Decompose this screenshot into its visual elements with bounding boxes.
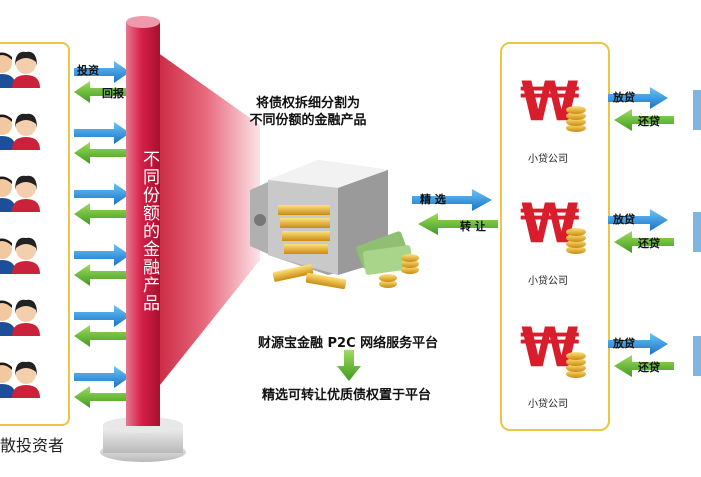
pillar-text: 不同份额的金融产品 bbox=[139, 150, 159, 312]
repay-label: 还贷 bbox=[638, 115, 660, 128]
investors-caption: 散投资者 bbox=[0, 436, 65, 455]
investor-pair-icon bbox=[0, 237, 40, 274]
transfer-label: 转 让 bbox=[460, 220, 486, 233]
right-arrows bbox=[608, 87, 674, 377]
borrower-edge-icon bbox=[693, 212, 701, 252]
split-line-1: 将债权拆细分割为 bbox=[255, 96, 360, 111]
platform-label: 财源宝金融 P2C 网络服务平台 bbox=[258, 336, 439, 351]
funnel-beam bbox=[140, 40, 260, 410]
split-description: 将债权拆细分割为 不同份额的金融产品 bbox=[248, 95, 368, 129]
left-arrows bbox=[74, 61, 130, 408]
repay-label: 还贷 bbox=[638, 361, 660, 374]
investor-pair-icon bbox=[0, 361, 40, 398]
investor-pair-icon bbox=[0, 175, 40, 212]
company-label: 小贷公司 bbox=[528, 154, 568, 165]
investors-icons bbox=[0, 51, 40, 398]
company-label: 小贷公司 bbox=[528, 399, 568, 410]
split-line-2: 不同份额的金融产品 bbox=[249, 113, 367, 128]
center-arrows bbox=[412, 189, 498, 235]
company-label: 小贷公司 bbox=[528, 276, 568, 287]
safe-illustration bbox=[250, 160, 419, 290]
return-label: 回报 bbox=[102, 87, 124, 100]
repay-label: 还贷 bbox=[638, 237, 660, 250]
investor-pair-icon bbox=[0, 299, 40, 336]
select-label: 精 选 bbox=[420, 193, 446, 206]
invest-label: 投资 bbox=[77, 64, 99, 77]
lend-label: 放贷 bbox=[613, 213, 635, 226]
pillar bbox=[100, 16, 186, 462]
lend-label: 放贷 bbox=[613, 91, 635, 104]
borrower-edge-icon bbox=[693, 90, 701, 130]
investors-panel bbox=[0, 42, 70, 426]
lend-label: 放贷 bbox=[613, 337, 635, 350]
borrower-edge-icon bbox=[693, 336, 701, 376]
investor-pair-icon bbox=[0, 113, 40, 150]
select-bottom-label: 精选可转让优质债权置于平台 bbox=[262, 388, 432, 403]
down-arrow-icon bbox=[337, 350, 361, 381]
loan-icons: ₩ bbox=[520, 70, 586, 379]
